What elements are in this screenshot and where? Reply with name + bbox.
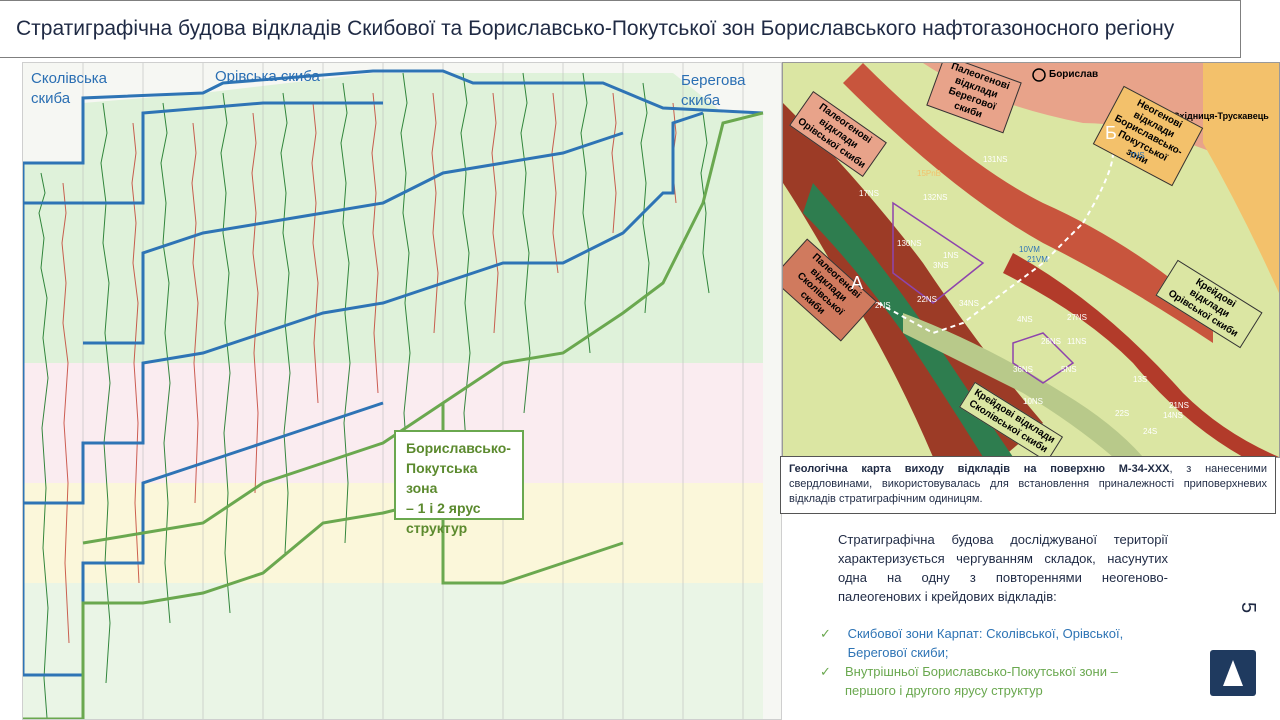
section-graphic <box>23 63 781 719</box>
bullet-item: ✓ Внутрішньої Бориславсько-Покутської зо… <box>820 662 1170 700</box>
well-label: 2NS <box>875 301 891 310</box>
well-label: 4NS <box>1017 315 1033 324</box>
caption-rest: , з нанесеними свердловинами, використов… <box>789 463 1267 505</box>
point-b: Б <box>1105 123 1117 143</box>
map-city2: Східниця-Трускавець <box>1173 111 1269 121</box>
bullet-text: Внутрішньої Бориславсько-Покутської зони… <box>844 664 1118 698</box>
page-title: Стратиграфічна будова відкладів Скибової… <box>16 17 1175 40</box>
well-label: 10VM <box>1019 245 1040 254</box>
map-caption: Геологічна карта виходу відкладів на пов… <box>780 456 1276 514</box>
well-label: 17NS <box>859 189 880 198</box>
well-label: 11NS <box>1067 337 1087 346</box>
title-bar: Стратиграфічна будова відкладів Скибової… <box>0 0 1241 58</box>
well-label: 1NS <box>943 251 959 260</box>
description: Стратиграфічна будова досліджуваної тери… <box>838 532 1168 604</box>
bp-boundaries <box>23 111 764 719</box>
well-label: 10NS <box>1023 397 1044 406</box>
well-label: 36NS <box>1013 365 1034 374</box>
triangle-up-icon <box>1223 660 1243 686</box>
point-a: А <box>851 273 864 293</box>
well-label: 130NS <box>897 239 922 248</box>
well-label: 34NS <box>959 299 980 308</box>
page-number: 5 <box>1237 601 1260 614</box>
map-city: Борислав <box>1049 69 1099 80</box>
well-label: 7NS <box>1129 151 1145 160</box>
well-label: 131NS <box>983 155 1008 164</box>
well-label: 24S <box>1143 427 1158 436</box>
well-label: 13S <box>1133 375 1148 384</box>
well-label: 21NS <box>1169 401 1190 410</box>
well-label: 22S <box>1115 409 1130 418</box>
bullet-text: Скибової зони Карпат: Сколівської, Орівс… <box>847 626 1124 660</box>
well-label: 3NS <box>933 261 949 270</box>
bullet-list: ✓ Скибової зони Карпат: Сколівської, Орі… <box>820 624 1170 700</box>
bullet-item: ✓ Скибової зони Карпат: Сколівської, Орі… <box>820 624 1170 662</box>
caption-bold: Геологічна карта виходу відкладів на пов… <box>789 463 1170 475</box>
well-label: 22NS <box>917 295 938 304</box>
nav-button[interactable] <box>1210 650 1256 696</box>
well-label: 132NS <box>923 193 948 202</box>
well-label: 5NS <box>1061 365 1077 374</box>
geological-map: Борислав Східниця-Трускавець Палеогенові… <box>782 62 1280 458</box>
check-icon: ✓ <box>820 664 831 679</box>
well-label: 15PnB <box>917 169 942 178</box>
bp-zone-callout: Бориславсько- Покутська зона – 1 і 2 яру… <box>394 430 524 536</box>
well-label: 21VM <box>1027 255 1048 264</box>
well-label: 28NS <box>1041 337 1062 346</box>
check-icon: ✓ <box>820 626 831 641</box>
well-label: 27NS <box>1067 313 1088 322</box>
skyba-boundaries <box>23 69 764 677</box>
zone-label-oriv: Орівська скиба <box>215 68 320 85</box>
well-label: 14NS <box>1163 411 1184 420</box>
